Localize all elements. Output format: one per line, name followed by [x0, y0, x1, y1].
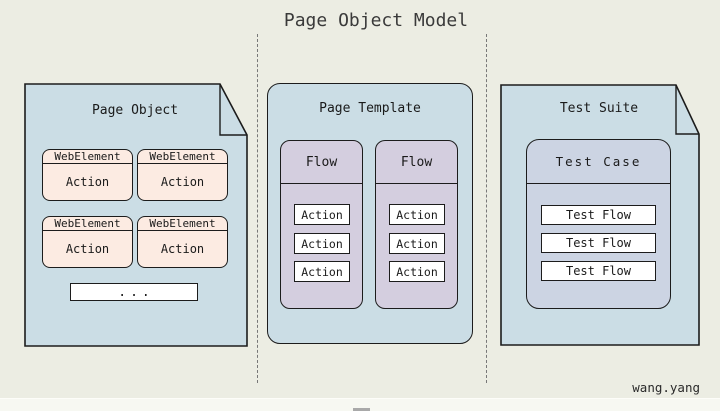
- dashed-separator-right: [486, 34, 487, 383]
- flow-action: Action: [389, 233, 445, 254]
- author-watermark: wang.yang: [632, 380, 700, 395]
- flow-action: Action: [389, 261, 445, 282]
- flow-box: Flow Action Action Action: [375, 140, 458, 309]
- web-element-action: Action: [160, 175, 205, 189]
- bottom-grip-bar: [353, 408, 370, 411]
- page-object-title: Page Object: [91, 103, 179, 118]
- test-suite-title: Test Suite: [559, 101, 639, 116]
- web-element-header: WebElement: [138, 217, 227, 231]
- flow-title: Flow: [281, 141, 362, 184]
- flow-box: Flow Action Action Action: [280, 140, 363, 309]
- test-flow-box: Test Flow: [541, 233, 656, 253]
- test-case-box: Test Case Test Flow Test Flow Test Flow: [526, 139, 671, 309]
- flow-action: Action: [294, 204, 350, 225]
- web-element-header: WebElement: [138, 150, 227, 164]
- document-outline: [24, 83, 248, 347]
- web-element-box: WebElement Action: [137, 149, 228, 201]
- web-element-box: WebElement Action: [137, 216, 228, 268]
- test-flow-box: Test Flow: [541, 205, 656, 225]
- web-element-action: Action: [65, 175, 110, 189]
- flow-action: Action: [294, 233, 350, 254]
- web-element-header: WebElement: [43, 217, 132, 231]
- folded-corner: [675, 85, 699, 135]
- diagram-title: Page Object Model: [283, 10, 469, 31]
- web-element-header: WebElement: [43, 150, 132, 164]
- test-case-title: Test Case: [527, 140, 670, 184]
- web-element-box: WebElement Action: [42, 216, 133, 268]
- page-template-title: Page Template: [319, 101, 421, 116]
- more-elements-box: ...: [70, 283, 198, 301]
- bottom-strip: [0, 398, 720, 411]
- page-object-document-shape: [24, 83, 248, 347]
- dashed-separator-left: [257, 34, 258, 383]
- flow-action: Action: [389, 204, 445, 225]
- web-element-action: Action: [160, 242, 205, 256]
- flow-title: Flow: [376, 141, 457, 184]
- flow-action: Action: [294, 261, 350, 282]
- folded-corner: [219, 84, 247, 136]
- test-flow-box: Test Flow: [541, 261, 656, 281]
- web-element-box: WebElement Action: [42, 149, 133, 201]
- web-element-action: Action: [65, 242, 110, 256]
